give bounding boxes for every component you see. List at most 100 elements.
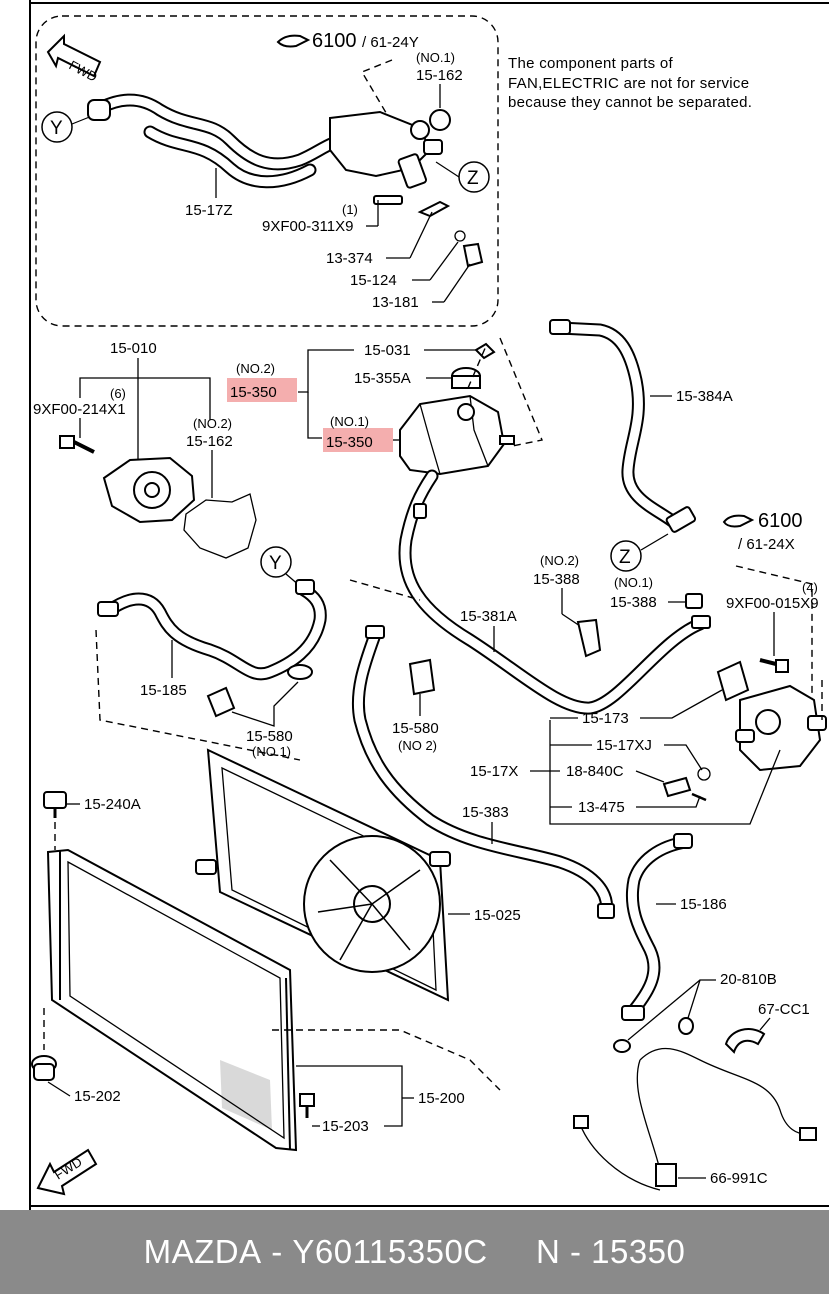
- label-13-475: 13-475: [578, 799, 625, 816]
- circle-z-top: Z: [458, 161, 490, 193]
- bracket-15-17x: [549, 720, 781, 825]
- label-15-203: 15-203: [322, 1118, 369, 1135]
- label-9xf00-311x9: 9XF00-311X9: [262, 218, 353, 235]
- clip-15-580-no2: [408, 658, 436, 696]
- label-9xf00-015x9: 9XF00-015X9: [726, 595, 819, 612]
- hose-15-186: [621, 833, 693, 1021]
- svg-text:Z: Z: [619, 547, 631, 568]
- label-15-350-no1: 15-350: [326, 434, 373, 451]
- mount-15-202: [31, 1055, 57, 1081]
- label-15-124: 15-124: [350, 272, 397, 289]
- label-9xf00-214x1-qty: (6): [110, 386, 126, 401]
- label-18-840c: 18-840C: [566, 763, 624, 780]
- footer-part-number: Y60115350C: [292, 1233, 488, 1270]
- label-15-031: 15-031: [364, 342, 411, 359]
- circle-y-mid: Y: [260, 546, 292, 578]
- note-line-1: The component parts of: [508, 55, 674, 72]
- label-15-388-no2-tag: (NO.2): [540, 553, 579, 568]
- sensor-18-840c: [662, 776, 692, 798]
- bolt-9xf00-015x9: [759, 658, 789, 673]
- ref-right-sub-text: / 61-24X: [738, 536, 795, 553]
- gasket-15-162-no2: [183, 493, 257, 559]
- label-15-350-no2: 15-350: [230, 384, 277, 401]
- footer-reference: N - 15350: [535, 1233, 686, 1270]
- bracket-15-200: [296, 1065, 403, 1127]
- label-13-181: 13-181: [372, 294, 419, 311]
- ref-top-sub-text: / 61-24Y: [362, 34, 419, 51]
- circle-z-right: Z: [610, 540, 642, 572]
- footer-bar: MAZDA - Y60115350C N - 15350: [0, 1210, 829, 1294]
- footer-separator: -: [261, 1233, 293, 1270]
- hose-15-185: [97, 579, 327, 681]
- fwd-arrow-bottom: FWD: [36, 1148, 98, 1196]
- label-66-991c: 66-991C: [710, 1170, 768, 1187]
- label-15-383: 15-383: [462, 804, 509, 821]
- hose-15-384a: [549, 319, 697, 533]
- svg-text:Y: Y: [269, 553, 282, 574]
- bolt-9xf00-214x1: [59, 435, 95, 454]
- label-15-350-no2-tag: (NO.2): [236, 361, 275, 376]
- thermostat-housing-right: [662, 660, 827, 802]
- note-line-3: because they cannot be separated.: [508, 94, 752, 111]
- label-15-17xj: 15-17XJ: [596, 737, 652, 754]
- label-15-202: 15-202: [74, 1088, 121, 1105]
- note-line-2: FAN,ELECTRIC are not for service: [508, 75, 749, 92]
- harness-66-991c: [573, 1047, 817, 1191]
- label-15-384a: 15-384A: [676, 388, 733, 405]
- label-15-186: 15-186: [680, 896, 727, 913]
- ref-top-text: 6100: [312, 30, 357, 52]
- svg-text:Z: Z: [467, 168, 479, 189]
- o-ring-15-17xj: [697, 767, 711, 781]
- label-15-010: 15-010: [110, 340, 157, 357]
- clip-67-cc1: [724, 1028, 766, 1054]
- plug-15-240a: [43, 791, 67, 818]
- reservoir-15-350: [399, 394, 515, 476]
- hose-15-383: [351, 625, 615, 919]
- fan-shroud-15-025: [195, 748, 451, 1002]
- fwd-arrow-top: FWD: [46, 33, 102, 85]
- label-15-355a: 15-355A: [354, 370, 411, 387]
- label-9xf00-311x9-qty: (1): [342, 202, 358, 217]
- label-15-381a: 15-381A: [460, 608, 517, 625]
- clip-15-388-no2: [576, 618, 602, 658]
- label-15-162-no1: 15-162: [416, 67, 463, 84]
- label-15-240a: 15-240A: [84, 796, 141, 813]
- label-9xf00-015x9-qty: (4): [802, 580, 818, 595]
- footer-brand: MAZDA: [143, 1233, 262, 1270]
- footer-gap: [488, 1233, 536, 1271]
- label-15-580-no1-tag: (NO.1): [252, 744, 291, 759]
- clip-15-388-no1: [685, 593, 703, 609]
- diagram-canvas: FWD 6100 / 61-24Y The component parts of…: [29, 0, 829, 1210]
- label-15-350-no1-tag: (NO.1): [330, 414, 369, 429]
- label-15-580-no1: 15-580: [246, 728, 293, 745]
- label-15-17z: 15-17Z: [185, 202, 233, 219]
- label-15-17x: 15-17X: [470, 763, 518, 780]
- label-13-374: 13-374: [326, 250, 373, 267]
- label-9xf00-214x1: 9XF00-214X1: [33, 401, 126, 418]
- label-tag-15-031: [474, 342, 496, 360]
- ref-right-text: 6100: [758, 510, 803, 532]
- ref-6100-right: 6100 / 61-24X: [722, 510, 803, 553]
- label-15-185: 15-185: [140, 682, 187, 699]
- clip-15-580-no1: [206, 664, 313, 718]
- cap-15-355a: [451, 367, 481, 389]
- ref-top-leader: [360, 59, 396, 129]
- label-15-025: 15-025: [474, 907, 521, 924]
- circle-y-top: Y: [41, 111, 73, 143]
- clamp-20-810b: [613, 1017, 694, 1053]
- label-15-162-no2: 15-162: [186, 433, 233, 450]
- o-ring-top: [429, 109, 451, 131]
- label-15-388-no2: 15-388: [533, 571, 580, 588]
- label-15-162-no1-tag: (NO.1): [416, 50, 455, 65]
- label-15-173: 15-173: [582, 710, 629, 727]
- label-15-200: 15-200: [418, 1090, 465, 1107]
- label-67-cc1: 67-CC1: [758, 1001, 810, 1018]
- hose-15-381a: [398, 469, 711, 715]
- hose-15-17z: [87, 93, 484, 268]
- water-pump-15-010: [102, 456, 196, 524]
- bolt-15-203: [299, 1093, 315, 1118]
- label-15-388-no1: 15-388: [610, 594, 657, 611]
- label-15-580-no2: 15-580: [392, 720, 439, 737]
- label-15-580-no2-tag: (NO 2): [398, 738, 437, 753]
